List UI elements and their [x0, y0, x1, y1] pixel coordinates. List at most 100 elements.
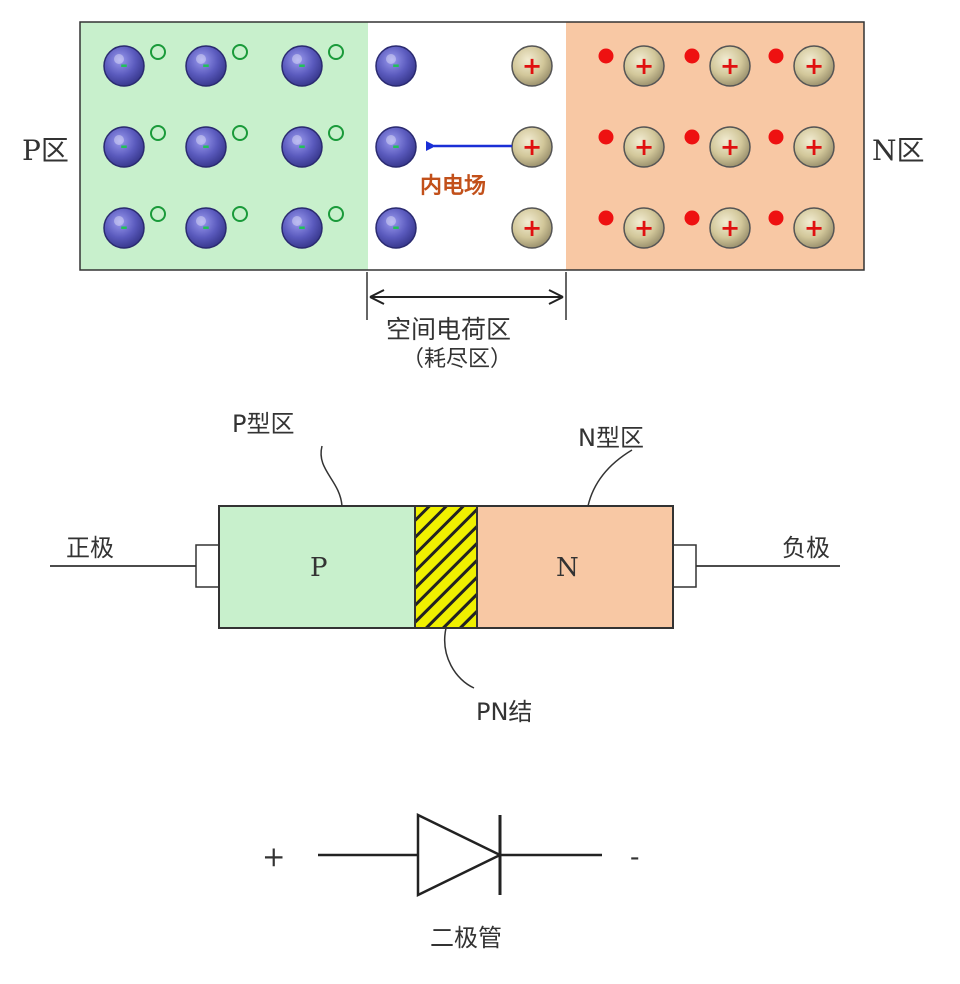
diode-symbol: + - 二极管: [262, 812, 639, 952]
acceptor-ion: [103, 207, 145, 249]
plus-sign: +: [804, 52, 824, 80]
donor-ion: [793, 207, 835, 249]
donor-ion: [793, 45, 835, 87]
donor-ion: [709, 207, 751, 249]
plus-sign: +: [720, 133, 740, 161]
acceptor-ion: [281, 207, 323, 249]
acceptor-ion: [185, 207, 227, 249]
n-type-label: N型区: [578, 424, 644, 452]
pn-junction-block: [414, 505, 478, 629]
acceptor-ion: [185, 45, 227, 87]
plus-sign: +: [804, 214, 824, 242]
n-block: [476, 505, 674, 629]
junction-label: PN结: [476, 698, 532, 726]
donor-ion: [623, 45, 665, 87]
minus-sign: -: [120, 217, 127, 238]
acceptor-ion: [375, 207, 417, 249]
internal-field-label: 内电场: [420, 174, 486, 199]
electron: [684, 129, 700, 145]
p-type-label: P型区: [232, 410, 294, 438]
donor-ion: [511, 207, 553, 249]
plus-sign: +: [522, 52, 542, 80]
electron: [768, 210, 784, 226]
p-type-callout: [320, 445, 343, 507]
depletion-alt-label: （耗尽区）: [402, 347, 512, 372]
symbol-caption: 二极管: [430, 924, 502, 952]
hole: [150, 44, 166, 60]
acceptor-ion: [103, 45, 145, 87]
donor-ion: [709, 45, 751, 87]
plus-sign: +: [720, 214, 740, 242]
donor-ion: [511, 45, 553, 87]
minus-sign: -: [298, 217, 305, 238]
plus-sign: +: [522, 214, 542, 242]
electron: [684, 48, 700, 64]
cathode-contact: [671, 544, 697, 588]
charge-diagram: ----++++----++++----++++ 内电场 P区 N区 空间电荷区…: [22, 21, 925, 372]
ion-highlight: [114, 216, 124, 226]
donor-ion: [623, 126, 665, 168]
p-block: [218, 505, 416, 629]
plus-sign: +: [522, 133, 542, 161]
minus-sign: -: [392, 136, 399, 157]
donor-ion: [793, 126, 835, 168]
ion-highlight: [292, 135, 302, 145]
diode-structure: P N P型区 N型区 PN结 正极 负极: [50, 410, 840, 726]
anode-label: 正极: [66, 534, 114, 562]
electron: [598, 129, 614, 145]
ion-highlight: [386, 216, 396, 226]
hole: [150, 125, 166, 141]
minus-sign: -: [202, 217, 209, 238]
minus-sign: -: [120, 136, 127, 157]
plus-sign: +: [804, 133, 824, 161]
ion-highlight: [386, 135, 396, 145]
minus-sign: -: [298, 55, 305, 76]
ion-highlight: [196, 54, 206, 64]
minus-sign: -: [298, 136, 305, 157]
electron: [768, 129, 784, 145]
ion-highlight: [386, 54, 396, 64]
hole: [232, 206, 248, 222]
anode-contact: [195, 544, 221, 588]
electron: [684, 210, 700, 226]
hole: [232, 44, 248, 60]
ion-highlight: [196, 135, 206, 145]
ion-highlight: [292, 216, 302, 226]
junction-callout: [444, 627, 475, 689]
minus-sign: -: [392, 217, 399, 238]
hole: [328, 206, 344, 222]
cathode-label: 负极: [782, 534, 830, 562]
depletion-label: 空间电荷区: [386, 315, 511, 344]
hole: [232, 125, 248, 141]
p-block-label: P: [310, 553, 328, 583]
plus-sign: +: [634, 133, 654, 161]
acceptor-ion: [375, 126, 417, 168]
n-type-callout: [587, 449, 633, 507]
ion-highlight: [114, 54, 124, 64]
hole: [328, 44, 344, 60]
p-region-label: P区: [22, 134, 69, 167]
minus-sign: -: [392, 55, 399, 76]
plus-sign: +: [634, 52, 654, 80]
n-block-label: N: [556, 553, 579, 583]
minus-sign: -: [202, 55, 209, 76]
plus-sign: +: [720, 52, 740, 80]
depletion-arrow-right: [548, 289, 564, 305]
depletion-arrow-left: [369, 289, 385, 305]
ion-highlight: [196, 216, 206, 226]
acceptor-ion: [185, 126, 227, 168]
acceptor-ion: [103, 126, 145, 168]
hole: [150, 206, 166, 222]
hole: [328, 125, 344, 141]
acceptor-ion: [375, 45, 417, 87]
electron: [598, 210, 614, 226]
electron: [768, 48, 784, 64]
ion-highlight: [114, 135, 124, 145]
symbol-minus-label: -: [630, 840, 639, 873]
minus-sign: -: [120, 55, 127, 76]
plus-sign: +: [634, 214, 654, 242]
acceptor-ion: [281, 45, 323, 87]
electron: [598, 48, 614, 64]
diode-triangle: [416, 812, 503, 898]
